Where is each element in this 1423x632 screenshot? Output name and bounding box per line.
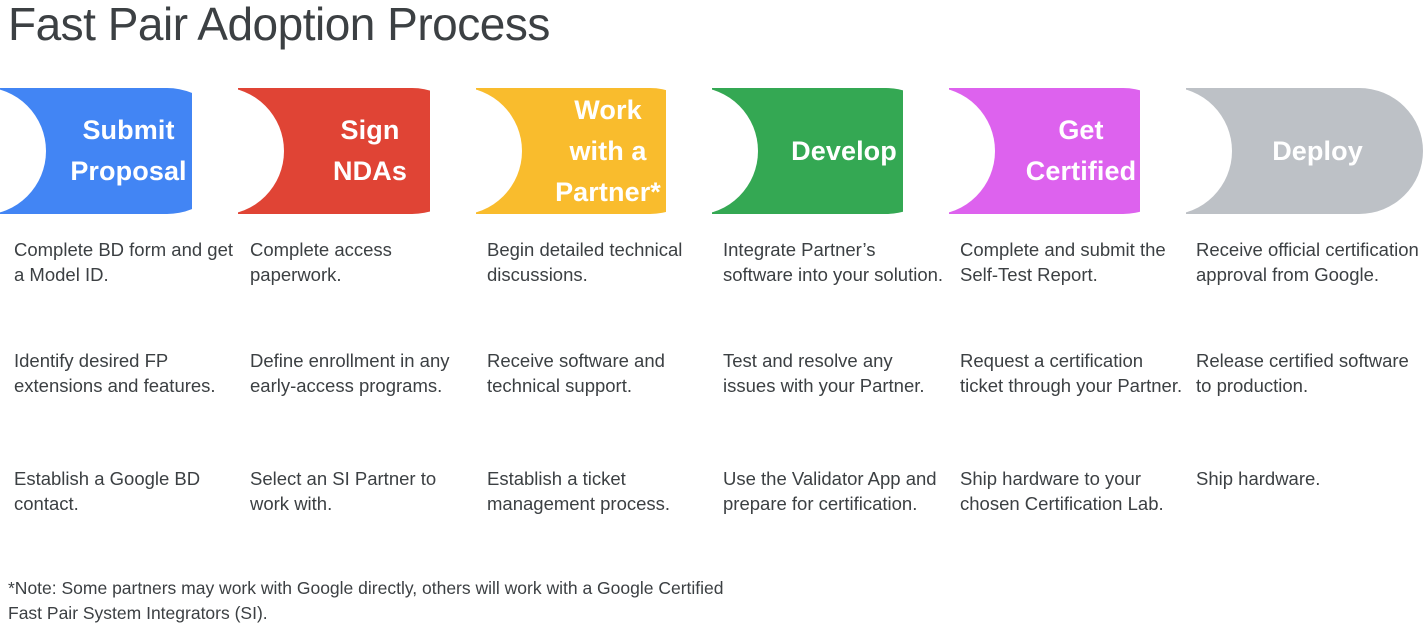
detail-item: Release certified software to production…	[1196, 350, 1409, 396]
detail-item: Complete and submit the Self-Test Report…	[960, 239, 1166, 285]
detail-item: Receive software and technical support.	[487, 350, 665, 396]
process-step-label: Work with a Partner*	[555, 94, 661, 207]
process-step-deploy[interactable]: Deploy	[1140, 87, 1423, 215]
detail-item: Integrate Partner’s software into your s…	[723, 239, 944, 285]
detail-item: Begin detailed technical discussions.	[487, 239, 683, 285]
process-step-label: Develop	[791, 135, 897, 166]
process-banner: Submit Proposal Sign NDAs Work with a Pa…	[0, 87, 1423, 215]
detail-item: Test and resolve any issues with your Pa…	[723, 350, 925, 396]
detail-item: Complete access paperwork.	[250, 239, 392, 285]
detail-item: Establish a Google BD contact.	[14, 468, 201, 514]
detail-item: Complete BD form and get a Model ID.	[14, 239, 234, 285]
process-step-label: Sign NDAs	[333, 115, 407, 186]
detail-item: Establish a ticket management process.	[487, 468, 671, 514]
process-details-grid: Complete BD form and get a Model ID. Ide…	[0, 238, 1423, 558]
footnote-text: *Note: Some partners may work with Googl…	[8, 578, 724, 623]
process-step-label: Submit Proposal	[70, 115, 187, 186]
detail-item: Select an SI Partner to work with.	[250, 468, 437, 514]
detail-item: Request a certification ticket through y…	[960, 350, 1183, 396]
detail-item: Use the Validator App and prepare for ce…	[723, 468, 937, 514]
page-title: Fast Pair Adoption Process	[8, 0, 550, 50]
detail-item: Receive official certification approval …	[1196, 239, 1419, 285]
detail-item: Ship hardware to your chosen Certificati…	[960, 468, 1164, 514]
detail-item: Define enrollment in any early-access pr…	[250, 350, 450, 396]
detail-item: Ship hardware.	[1196, 468, 1321, 489]
process-step-label: Deploy	[1272, 135, 1363, 166]
detail-item: Identify desired FP extensions and featu…	[14, 350, 216, 396]
process-step-label: Get Certified	[1025, 115, 1137, 186]
